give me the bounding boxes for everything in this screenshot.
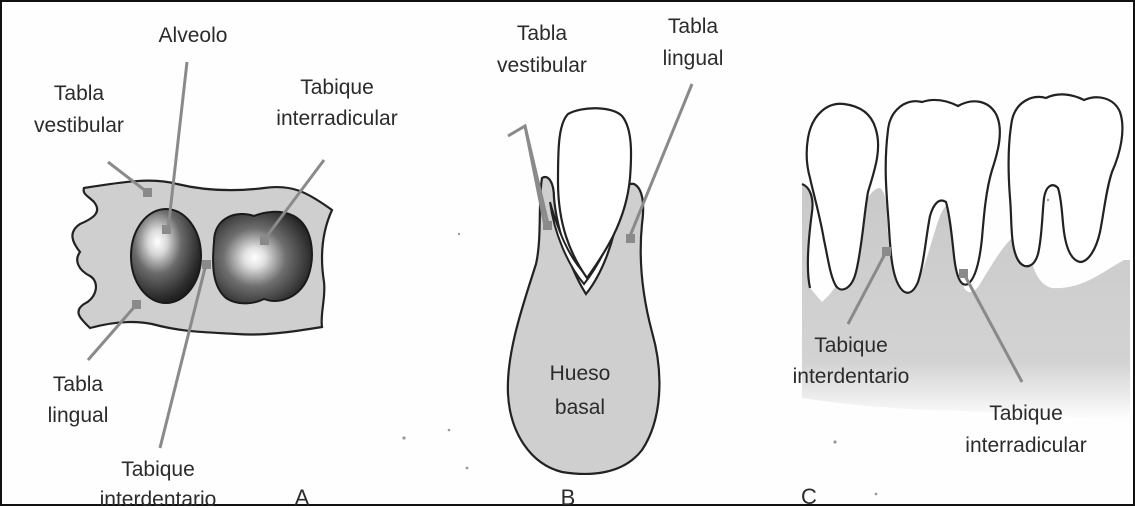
leader-b-tabla-lingual (630, 84, 692, 236)
leader-b-tabla-vestibular-2 (525, 126, 545, 226)
panel-b: Tabla vestibular Tabla lingual Hueso bas… (402, 15, 723, 508)
speck-b-3 (466, 467, 469, 470)
tip-a-alveolo (162, 225, 171, 234)
label-a-alveolo: Alveolo (159, 24, 228, 47)
label-c-tabique-interdentario-1: Tabique (814, 334, 888, 357)
label-c-tabique-interradicular-2: interradicular (965, 434, 1086, 457)
speck-c-2 (875, 493, 878, 496)
tip-b-tabla-lingual (626, 234, 635, 243)
label-b-tabla-vestibular-1: Tabla (517, 22, 568, 45)
speck-c-3 (1047, 199, 1049, 201)
label-a-tabla-vestibular-1: Tabla (54, 82, 105, 105)
tip-c-tabique-interdentario (882, 247, 891, 256)
label-b-hueso-basal-2: basal (555, 396, 605, 419)
panel-a-socket-1 (131, 209, 201, 303)
label-a-tabique-interdentario-1: Tabique (121, 458, 195, 481)
label-c-tabique-interdentario-2: interdentario (793, 365, 910, 388)
tip-b-tabla-vestibular (543, 221, 552, 230)
tip-c-tabique-interradicular (959, 269, 968, 278)
label-a-tabla-lingual-2: lingual (48, 404, 109, 427)
label-a-tabique-interdentario-2: interdentario (100, 488, 217, 508)
panel-c-letter: C (801, 484, 817, 508)
label-b-tabla-vestibular-2: vestibular (497, 54, 587, 77)
label-b-tabla-lingual-1: Tabla (668, 15, 719, 38)
label-a-tabique-interradicular-2: interradicular (276, 107, 397, 130)
tip-a-tabique-interradicular (260, 236, 269, 245)
label-a-tabla-vestibular-2: vestibular (34, 114, 124, 137)
panel-c: Tabique interdentario Tabique interradic… (793, 94, 1130, 508)
label-c-tabique-interradicular-1: Tabique (989, 402, 1063, 425)
tip-a-tabique-interdentario (202, 260, 211, 269)
label-b-tabla-lingual-2: lingual (663, 47, 724, 70)
speck-c-1 (833, 440, 836, 443)
tip-a-tabla-vestibular (143, 188, 152, 197)
panel-a-letter: A (295, 485, 310, 508)
label-a-tabla-lingual-1: Tabla (53, 373, 104, 396)
panel-a: Alveolo Tabla vestibular Tabique interra… (34, 24, 398, 508)
speck-b-1 (402, 436, 405, 439)
panel-c-tooth-3 (1009, 94, 1123, 266)
tip-a-tabla-lingual (132, 300, 141, 309)
speck-b-4 (458, 233, 460, 235)
panel-a-socket-2 (213, 212, 312, 304)
label-a-tabique-interradicular-1: Tabique (300, 76, 374, 99)
panel-b-letter: B (561, 485, 576, 508)
label-b-hueso-basal-1: Hueso (550, 362, 611, 385)
speck-b-2 (448, 429, 451, 432)
